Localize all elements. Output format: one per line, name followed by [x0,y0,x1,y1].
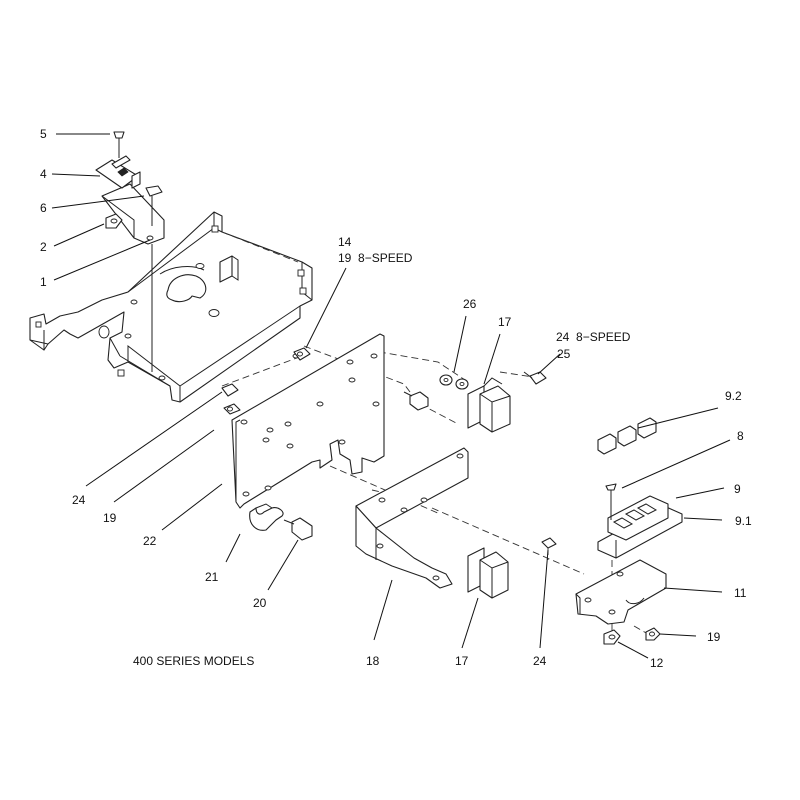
relay-lower [467,547,509,599]
callout-11: 11 [734,586,747,600]
callout-9-2: 9.2 [725,389,742,403]
relay-screw-lower [541,537,557,549]
fuse-holder [597,483,683,559]
callout-12: 12 [650,656,664,670]
callout-24-8-speed: 24 8−SPEED [556,330,631,344]
cable-clip [249,503,284,531]
callout-17-lower: 17 [455,654,469,668]
washers [439,374,469,390]
vertical-plate [231,333,385,509]
support-bracket [575,559,667,625]
callout-19-left: 19 [103,511,117,525]
callout-2: 2 [40,240,47,254]
callout-22: 22 [143,534,157,548]
callout-5: 5 [40,127,47,141]
plate-bolt [403,391,429,411]
callout-9: 9 [734,482,741,496]
callout-14: 14 [338,235,352,249]
callout-24-left: 24 [72,493,86,507]
angle-bracket [355,447,469,589]
callout-8: 8 [737,429,744,443]
upper-mounting-plate [29,211,313,403]
callout-1: 1 [40,275,47,289]
callout-18: 18 [366,654,380,668]
callout-20: 20 [253,596,267,610]
clip-bolt [283,517,313,541]
callout-19-right: 19 [707,630,721,644]
callout-17-upper: 17 [498,315,512,329]
callout-6: 6 [40,201,47,215]
callout-4: 4 [40,167,47,181]
callout-24-lower: 24 [533,654,547,668]
leader-lines [51,133,731,659]
plate-hardware [221,347,311,415]
callout-19-8-speed: 19 8−SPEED [338,251,413,265]
callout-21: 21 [205,570,219,584]
callout-26: 26 [463,297,477,311]
relay-screw-upper [523,371,547,385]
diagram-caption: 400 SERIES MODELS [133,654,254,668]
callout-9-1: 9.1 [735,514,752,528]
fuse-strip [597,417,657,455]
relay-upper [467,377,511,433]
bracket-nuts [603,627,661,645]
callout-25: 25 [557,347,571,361]
callout-labels: 5 4 6 2 1 14 19 8−SPEED 26 17 24 8−SPEED… [40,127,752,670]
